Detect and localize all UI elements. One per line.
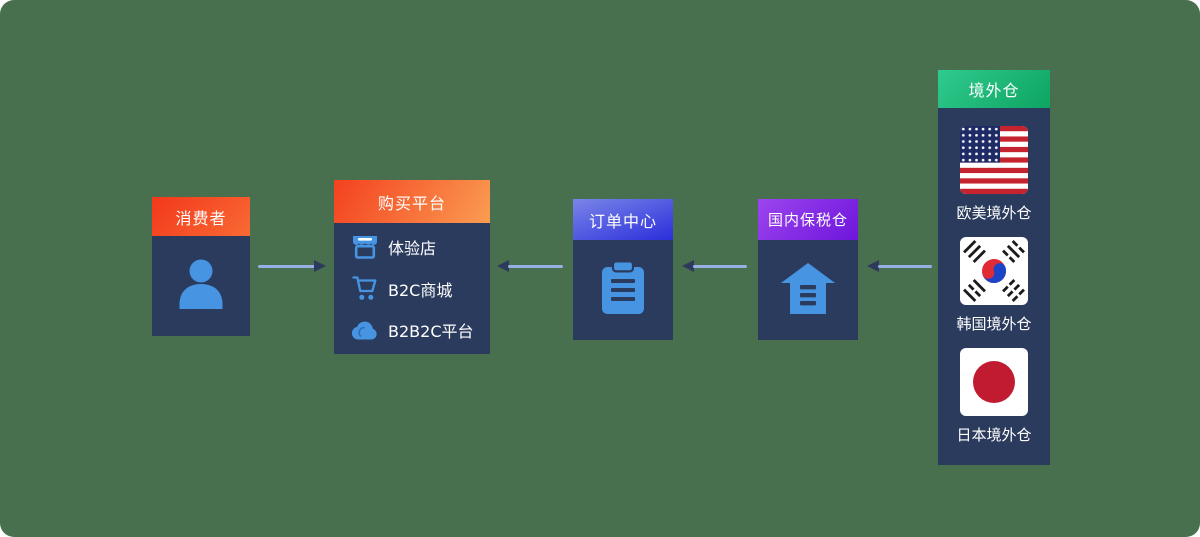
platform-title: 购买平台 (334, 180, 490, 223)
warehouse-kr-group: 韩国境外仓 (956, 237, 1032, 334)
arrow-head-left-icon (682, 260, 694, 272)
platform-body: 体验店 B2C商城 B (334, 223, 490, 354)
overseas-title: 境外仓 (938, 70, 1050, 108)
warehouse-icon (779, 262, 837, 319)
node-order-center: 订单中心 (573, 199, 673, 340)
arrow-line (508, 265, 563, 268)
overseas-body: 欧美境外仓 (938, 108, 1050, 465)
arrow-line (878, 265, 932, 268)
arrow-head-left-icon (867, 260, 879, 272)
node-overseas-warehouse: 境外仓 (938, 70, 1050, 465)
cloud-icon (351, 320, 379, 340)
order-title: 订单中心 (573, 199, 673, 240)
flow-arrow-order-to-platform (497, 260, 563, 273)
clipboard-icon (600, 260, 646, 320)
platform-item-experience-store: 体验店 (351, 229, 490, 265)
warehouse-label: 韩国境外仓 (956, 315, 1032, 333)
platform-item-b2b2c: B2B2C平台 (351, 312, 490, 348)
warehouse-label: 欧美境外仓 (956, 204, 1032, 222)
node-bonded-warehouse: 国内保税仓 (758, 199, 858, 340)
person-icon (176, 256, 226, 316)
jp-flag-icon (959, 348, 1028, 416)
platform-item-label: 体验店 (388, 238, 437, 258)
warehouse-jp-group: 日本境外仓 (956, 348, 1032, 445)
flow-arrow-overseas-to-bonded (867, 260, 932, 273)
store-icon (351, 235, 379, 259)
us-flag-icon (959, 126, 1028, 194)
cart-icon (351, 275, 379, 302)
arrow-line (693, 265, 747, 268)
warehouse-label: 日本境外仓 (956, 426, 1032, 444)
node-consumer: 消费者 (152, 197, 250, 336)
bonded-body (758, 240, 858, 340)
kr-flag-icon (959, 237, 1028, 305)
flow-arrow-consumer-to-platform (258, 260, 326, 273)
arrow-line (258, 265, 315, 268)
arrow-head-right-icon (314, 260, 326, 272)
consumer-body (152, 236, 250, 336)
arrow-head-left-icon (497, 260, 509, 272)
consumer-title: 消费者 (152, 197, 250, 236)
flow-arrow-bonded-to-order (682, 260, 747, 273)
platform-item-label: B2B2C平台 (388, 322, 474, 342)
bonded-title: 国内保税仓 (758, 199, 858, 240)
platform-item-b2c-mall: B2C商城 (351, 271, 490, 307)
node-purchase-platform: 购买平台 体验店 (334, 180, 490, 354)
platform-item-label: B2C商城 (388, 280, 453, 300)
warehouse-us-group: 欧美境外仓 (956, 126, 1032, 223)
order-body (573, 240, 673, 340)
